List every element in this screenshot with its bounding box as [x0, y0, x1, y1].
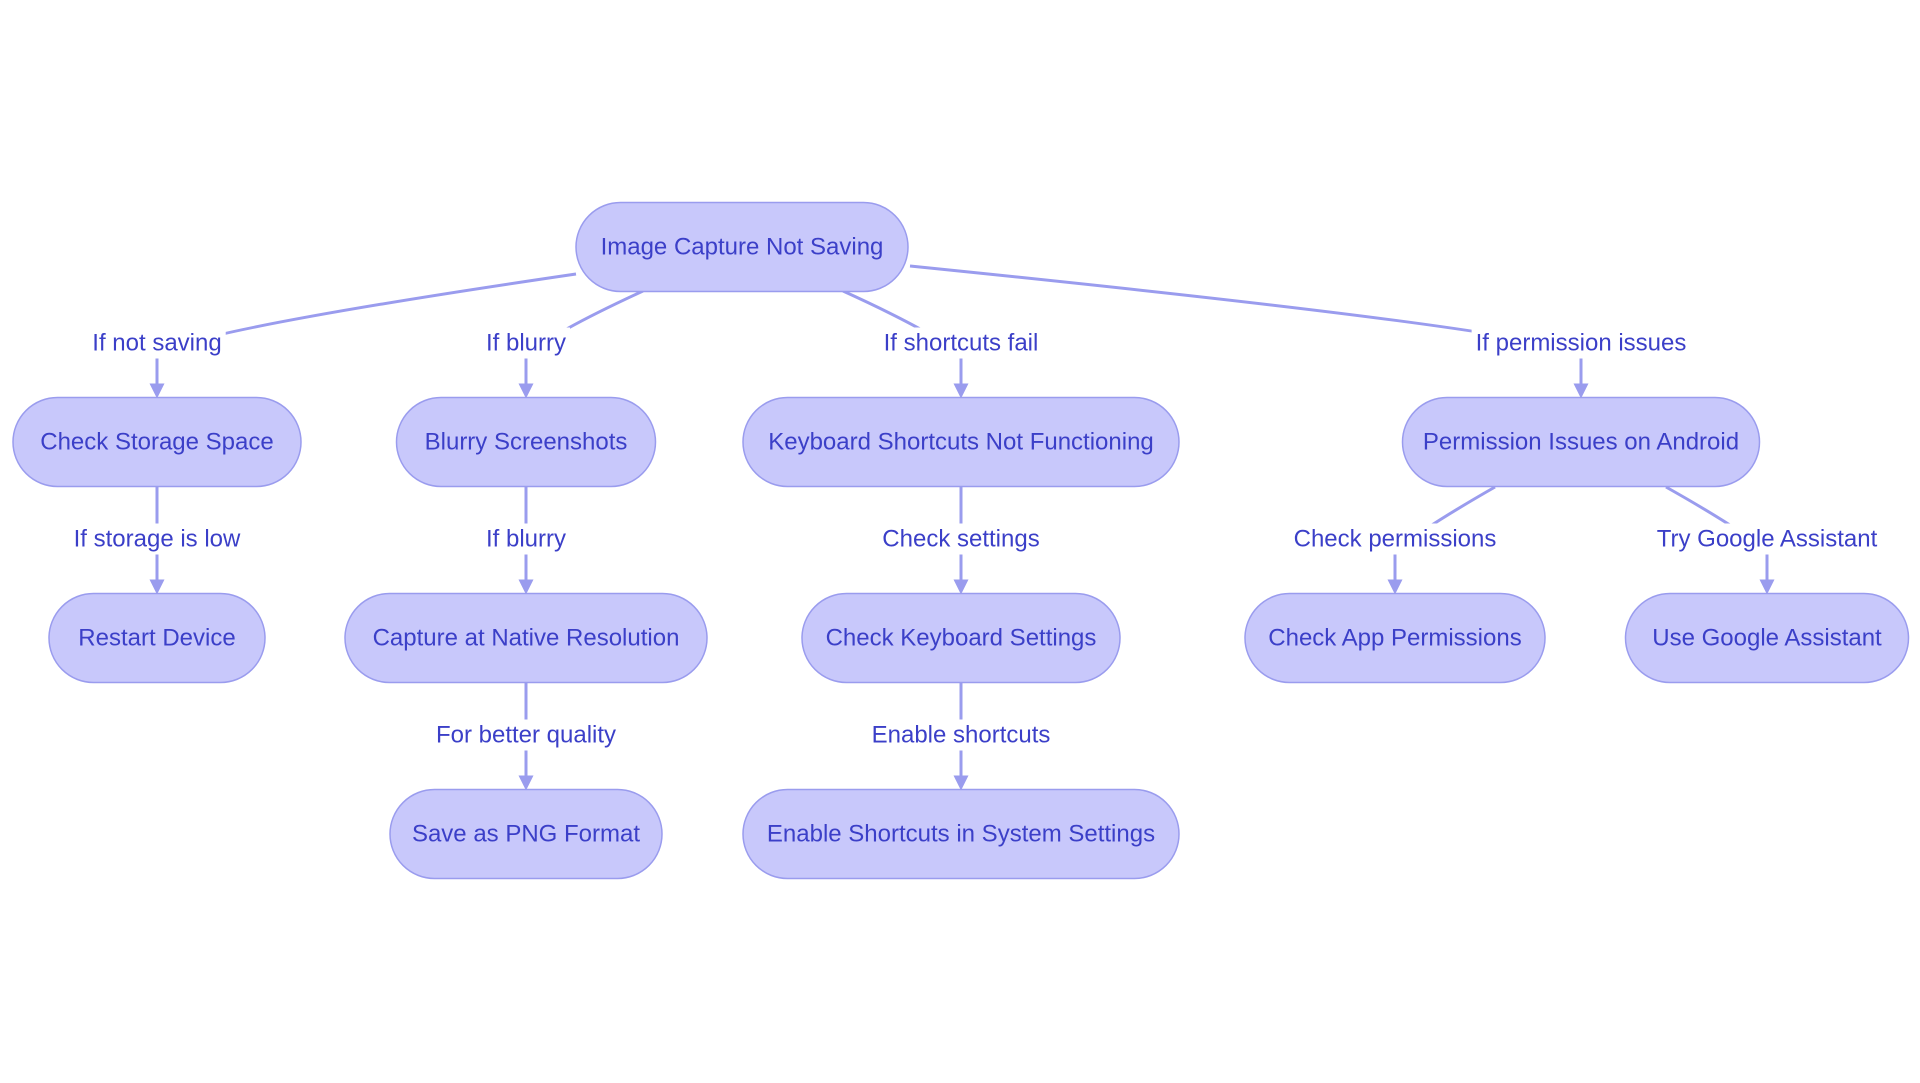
edge-label-text: If shortcuts fail: [884, 330, 1039, 357]
edge-label-text: If not saving: [92, 330, 221, 357]
edge-label-background: [1289, 523, 1501, 555]
edge-label-background: [69, 523, 246, 555]
node-png: Save as PNG Format: [389, 788, 663, 880]
node-shape: [389, 788, 663, 880]
edge-label-kbd-kbdset: Check settings: [878, 523, 1044, 555]
node-label: Check Keyboard Settings: [826, 625, 1097, 652]
edge-label-text: Try Google Assistant: [1657, 526, 1878, 553]
edge-label-root-storage: If not saving: [88, 327, 226, 359]
node-label: Permission Issues on Android: [1423, 429, 1739, 456]
edge-label-background: [431, 719, 621, 751]
node-label: Restart Device: [78, 625, 235, 652]
node-shape: [395, 396, 657, 488]
node-shape: [575, 201, 909, 293]
edge-label-text: If storage is low: [74, 526, 241, 553]
edge-label-native-png: For better quality: [431, 719, 621, 751]
edge-label-text: If blurry: [486, 330, 566, 357]
node-shape: [48, 592, 266, 684]
edge-label-background: [481, 523, 571, 555]
edge-label-kbdset-enable: Enable shortcuts: [867, 719, 1055, 751]
node-shape: [12, 396, 302, 488]
edge-label-text: If permission issues: [1476, 330, 1687, 357]
edge-label-perm-google: Try Google Assistant: [1652, 523, 1882, 555]
node-label: Check App Permissions: [1268, 625, 1521, 652]
node-kbdset: Check Keyboard Settings: [801, 592, 1121, 684]
edge-label-text: For better quality: [436, 722, 616, 749]
node-shape: [801, 592, 1121, 684]
node-label: Keyboard Shortcuts Not Functioning: [768, 429, 1154, 456]
edge-label-storage-restart: If storage is low: [69, 523, 246, 555]
node-label: Blurry Screenshots: [425, 429, 628, 456]
node-restart: Restart Device: [48, 592, 266, 684]
edge-label-root-blurry: If blurry: [481, 327, 571, 359]
edge-label-blurry-native: If blurry: [481, 523, 571, 555]
node-appperm: Check App Permissions: [1244, 592, 1546, 684]
edge-label-text: Check settings: [882, 526, 1039, 553]
node-shape: [1244, 592, 1546, 684]
node-label: Capture at Native Resolution: [373, 625, 680, 652]
node-label: Check Storage Space: [40, 429, 273, 456]
node-enable: Enable Shortcuts in System Settings: [742, 788, 1180, 880]
node-storage: Check Storage Space: [12, 396, 302, 488]
node-native: Capture at Native Resolution: [344, 592, 708, 684]
edge-label-background: [878, 523, 1044, 555]
node-shape: [742, 788, 1180, 880]
edge-label-background: [867, 719, 1055, 751]
node-google: Use Google Assistant: [1624, 592, 1910, 684]
edge-label-root-perm: If permission issues: [1471, 327, 1691, 359]
edge-label-text: If blurry: [486, 526, 566, 553]
node-label: Image Capture Not Saving: [601, 234, 884, 261]
edge-label-background: [88, 327, 226, 359]
edge-label-background: [481, 327, 571, 359]
node-kbd: Keyboard Shortcuts Not Functioning: [742, 396, 1180, 488]
edge-label-perm-appperm: Check permissions: [1289, 523, 1501, 555]
edge-label-background: [1652, 523, 1882, 555]
node-label: Enable Shortcuts in System Settings: [767, 821, 1155, 848]
node-blurry: Blurry Screenshots: [395, 396, 657, 488]
node-perm: Permission Issues on Android: [1401, 396, 1761, 488]
node-shape: [344, 592, 708, 684]
edge-label-text: Check permissions: [1294, 526, 1497, 553]
node-root: Image Capture Not Saving: [575, 201, 909, 293]
edge-label-text: Enable shortcuts: [872, 722, 1051, 749]
node-shape: [1401, 396, 1761, 488]
node-label: Save as PNG Format: [412, 821, 640, 848]
node-shape: [742, 396, 1180, 488]
edge-label-background: [1471, 327, 1691, 359]
node-label: Use Google Assistant: [1652, 625, 1882, 652]
node-shape: [1624, 592, 1910, 684]
edge-label-background: [879, 327, 1043, 359]
edge-label-root-kbd: If shortcuts fail: [879, 327, 1043, 359]
